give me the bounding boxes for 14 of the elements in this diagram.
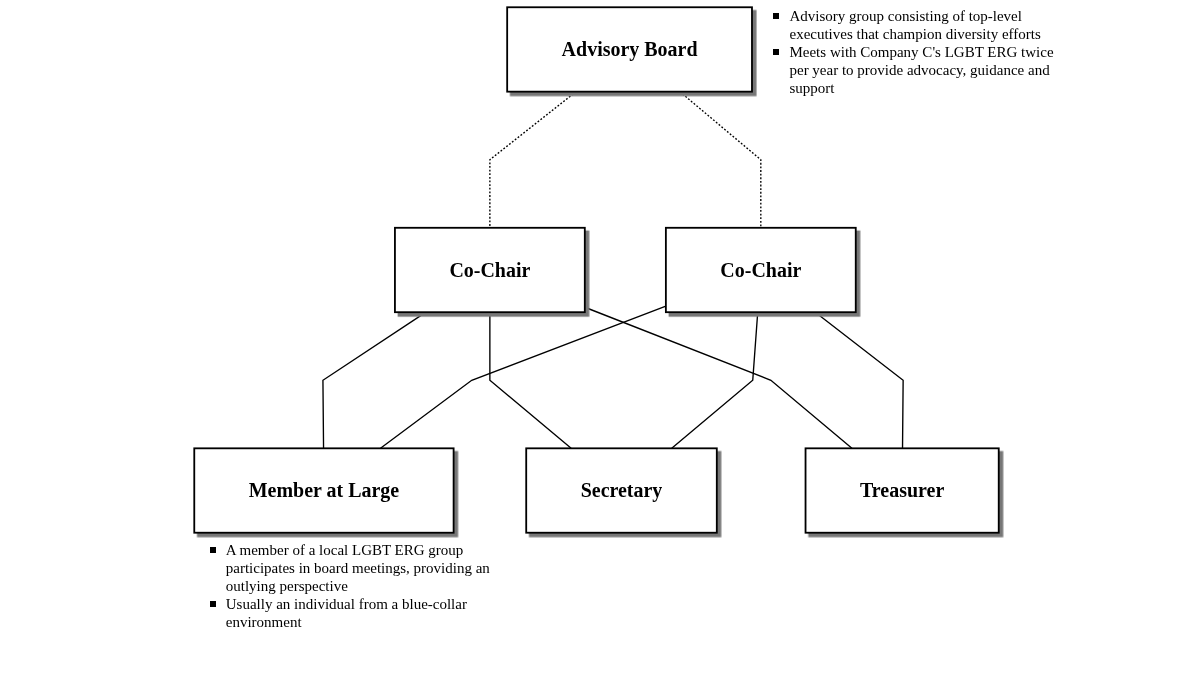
connector [488, 311, 572, 449]
connector [321, 311, 427, 449]
bullet-text: Meets with Company C's LGBT ERG twice per year to provide advocacy, guidance and support [789, 44, 1054, 97]
node-box: Member at Large [192, 447, 455, 534]
bullet-text: Advisory group consisting of top-level executives that champion diversity efforts [789, 8, 1041, 43]
node-box: Secretary [524, 447, 718, 534]
bullet-text: Usually an individual from a blue-collar environment [225, 595, 467, 630]
connector [814, 311, 904, 449]
node-box: Advisory Board [505, 6, 753, 93]
bullet-text: A member of a local LGBT ERG group participates in board meetings, providing an outlying perspective [225, 541, 490, 594]
connector [670, 311, 758, 449]
node-box: Co-Chair [393, 226, 586, 314]
node-box: Treasurer [804, 447, 1000, 534]
node-box: Co-Chair [664, 226, 857, 314]
